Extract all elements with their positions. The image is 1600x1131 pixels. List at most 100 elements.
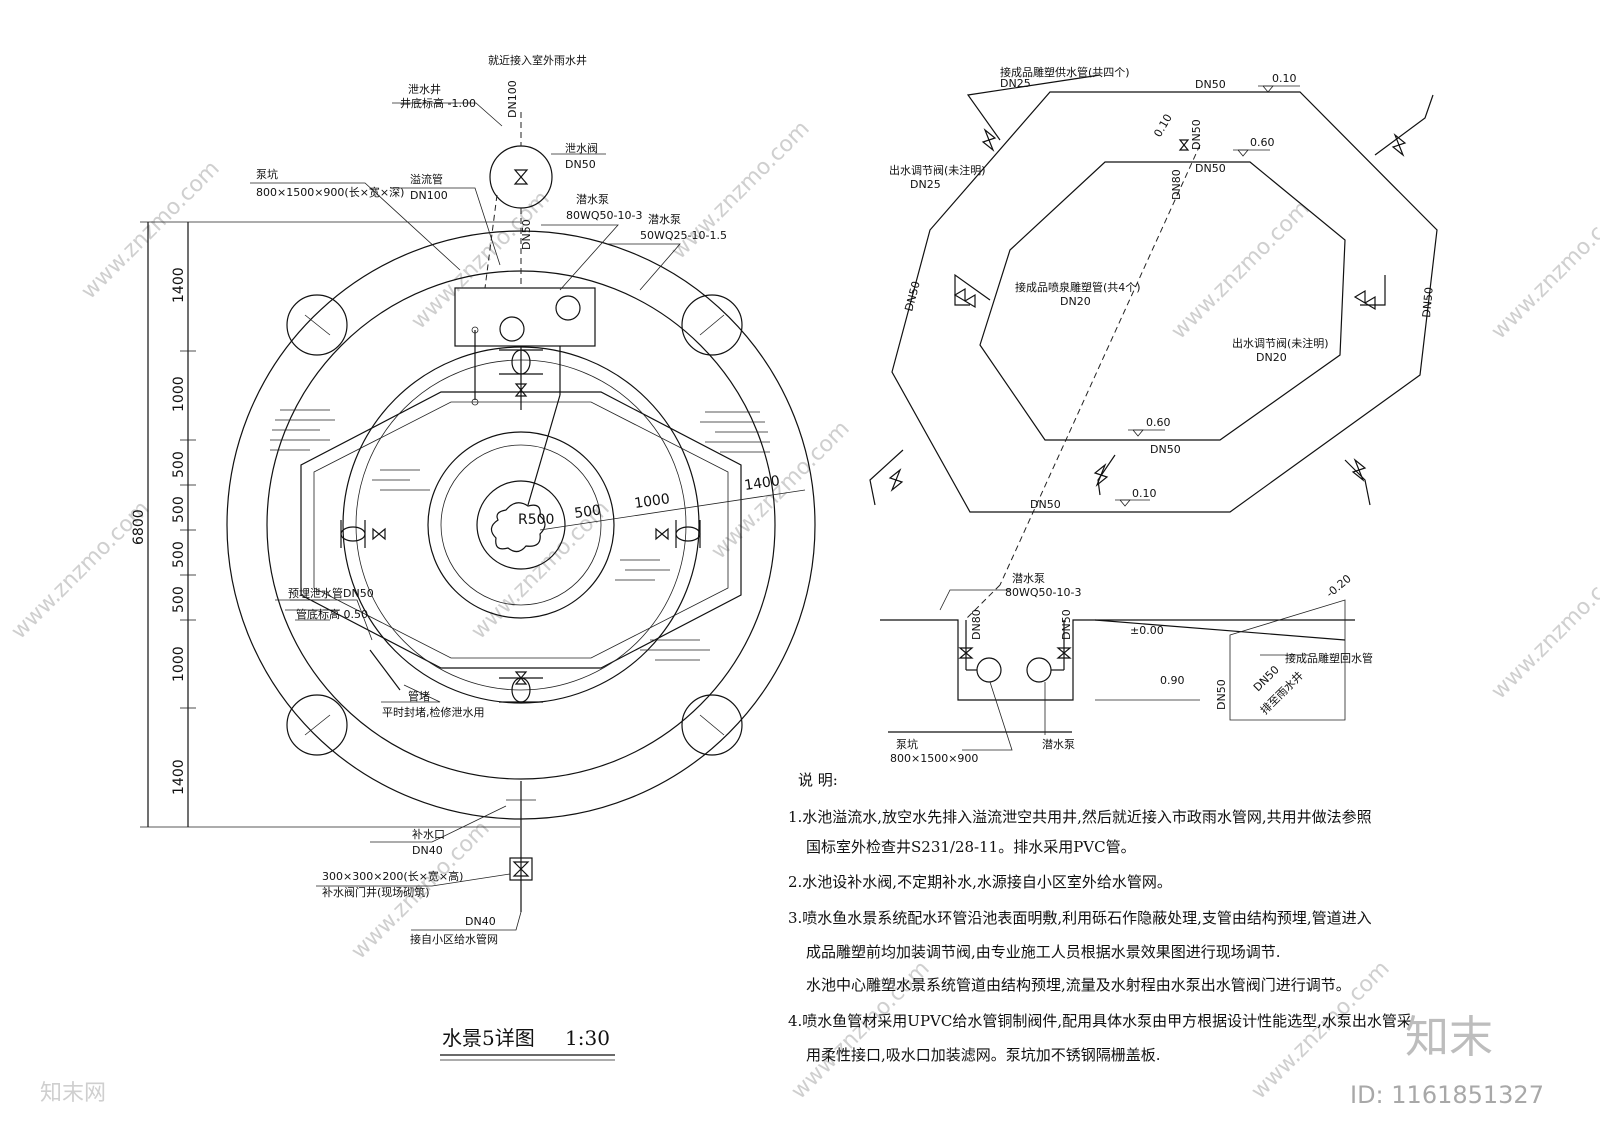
inner-octagon [300, 391, 742, 669]
dim-seg-3: 500 [171, 451, 187, 478]
radial-dim-1: 500 [573, 502, 602, 522]
watermark-site: www.znzmo.com [77, 156, 225, 304]
label-nearby-well: 就近接入室外雨水井 [488, 53, 587, 67]
section-label-sculpture-base: 接成品雕塑回水管 [1285, 651, 1373, 665]
section-label-sub-pump-model: 80WQ50-10-3 [1005, 586, 1081, 599]
valve-well [509, 857, 533, 881]
main-feed-dashed-2 [964, 584, 1001, 621]
plan-view [140, 102, 816, 1061]
label-leaders [250, 102, 681, 931]
label-connect-nozzle: 接成品喷泉雕塑管(共4个) [1015, 280, 1141, 294]
watermark-site-cn: 知末网 [40, 1081, 106, 1106]
system-texts: 接成品雕塑供水管(共四个) DN25 出水调节阀(未注明) DN25 接成品喷泉… [889, 65, 1436, 765]
label-dn50-bottom: DN50 [1030, 498, 1061, 511]
label-dn50-diag: DN50 [1190, 119, 1203, 150]
dim-seg-6: 500 [171, 586, 187, 613]
label-sub-pump: 潜水泵 [576, 192, 609, 206]
design-notes: 说 明: 1.水池溢流水,放空水先排入溢流泄空共用井,然后就近接入市政雨水管网,… [788, 771, 1412, 1064]
dim-seg-1: 1400 [171, 267, 187, 303]
watermark-site: www.znzmo.com [407, 186, 555, 334]
label-sub-pump-2: 潜水泵 [648, 212, 681, 226]
label-well-bottom: 井底标高 -1.00 [400, 96, 476, 110]
note-line-5: 成品雕塑前均加装调节阀,由专业施工人员根据水景效果图进行现场调节. [806, 943, 1281, 961]
label-elev-060-bot: 0.60 [1146, 416, 1171, 429]
label-drain-well: 泄水井 [408, 82, 441, 96]
dim-overall: 6800 [131, 509, 147, 545]
label-water-valve: 出水调节阀(未注明) [1232, 336, 1329, 350]
label-dn20: DN20 [1060, 295, 1091, 308]
sculpture-marks [304, 314, 725, 736]
center-pedestal [476, 480, 566, 570]
pump-2-symbol [555, 295, 581, 321]
watermark-site: www.znzmo.com [1167, 196, 1315, 344]
brand-logo: 知末 [1405, 1012, 1493, 1063]
watermark-site: www.znzmo.com [1487, 556, 1600, 704]
fish-sculpture-se [681, 694, 743, 756]
label-makeup-dn: DN40 [412, 844, 443, 857]
label-pit-size: 800×1500×900(长×宽×深) [256, 185, 404, 199]
label-dn50-inner-top: DN50 [1195, 162, 1226, 175]
label-dn50-v: DN50 [520, 219, 533, 250]
label-makeup-water: 补水口 [412, 828, 445, 841]
section-view [880, 599, 1355, 733]
label-sub-pump-model: 80WQ50-10-3 [566, 209, 642, 222]
fish-sculpture-ne [681, 294, 743, 356]
label-elev-010-diag: 0.10 [1151, 112, 1175, 140]
drain-valve-symbol [513, 169, 529, 185]
inner-ring-pipe [979, 161, 1346, 441]
dim-ticks [140, 221, 520, 828]
brand-stamp: 知末 ID: 1161851327 知末网 [40, 1012, 1544, 1109]
label-dn50-right: DN50 [1420, 287, 1436, 319]
water-hatch [270, 409, 770, 661]
section-label-elev-090: 0.90 [1160, 674, 1185, 687]
brand-id: ID: 1161851327 [1350, 1081, 1544, 1109]
note-line-2: 国标室外检查井S231/28-11。排水采用PVC管。 [806, 838, 1136, 856]
label-dn80: DN80 [1170, 169, 1183, 200]
section-label-sub-pump: 潜水泵 [1012, 571, 1045, 585]
label-connect-supply: 接自小区给水管网 [410, 932, 498, 946]
label-connect-sculpture: 接成品雕塑供水管(共四个) [1000, 65, 1130, 79]
radial-dim-3: 1400 [743, 473, 781, 494]
label-reserved-drain: 预埋泄水管DN50 [288, 586, 374, 600]
center-feed [527, 394, 561, 506]
watermark-site: www.znzmo.com [707, 416, 855, 564]
watermark-site: www.znzmo.com [667, 116, 815, 264]
section-label-elev-neg020: -0.20 [1324, 572, 1354, 600]
inline-valve-2 [514, 671, 528, 685]
section-label-dn50: DN50 [1060, 609, 1073, 640]
center-sculpture [490, 502, 546, 553]
dim-seg-8: 1400 [171, 759, 187, 795]
plan-texts: 就近接入室外雨水井 泄水井 井底标高 -1.00 DN100 泵坑 800×15… [131, 53, 781, 1050]
label-drain-valve-dn: DN50 [565, 158, 596, 171]
label-sub-pump-2-model: 50WQ25-10-1.5 [640, 229, 727, 242]
main-feed-dashed [999, 144, 1201, 586]
section-label-elev-000: ±0.00 [1130, 624, 1164, 637]
inner-octagon-offset [313, 401, 729, 659]
makeup-valve [512, 861, 530, 877]
label-pump-pit: 泵坑 [256, 167, 278, 181]
outer-ring-pipe [891, 91, 1438, 513]
note-line-8: 用柔性接口,吸水口加装滤网。泵坑加不锈钢隔栅盖板. [806, 1046, 1161, 1064]
label-outlet-dn: DN25 [910, 178, 941, 191]
label-overflow-dn: DN100 [410, 189, 448, 202]
pipe-node [471, 398, 479, 406]
label-elev-010-bot: 0.10 [1132, 487, 1157, 500]
label-overflow-pipe: 溢流管 [410, 172, 443, 186]
inline-valve [514, 383, 528, 397]
dim-seg-4: 500 [171, 496, 187, 523]
note-line-3: 2.水池设补水阀,不定期补水,水源接自小区室外给水管网。 [788, 873, 1172, 891]
fish-sculpture-nw [286, 294, 348, 356]
inline-valve-3 [372, 527, 386, 541]
note-line-4: 3.喷水鱼水景系统配水环管沿池表面明敷,利用砾石作隐蔽处理,支管由结构预埋,管道… [788, 909, 1372, 927]
label-dn100-v: DN100 [506, 80, 519, 118]
fish-sculpture-sw [286, 694, 348, 756]
label-valve-well-size: 300×300×200(长×宽×高) [322, 869, 463, 883]
overflow-pipe-3 [484, 194, 498, 289]
label-outlet-valve: 出水调节阀(未注明) [889, 163, 986, 177]
note-line-7: 4.喷水鱼管材采用UPVC给水管铜制阀件,配用具体水泵由甲方根据设计性能选型,水… [788, 1012, 1412, 1030]
dim-seg-7: 1000 [171, 646, 187, 682]
label-dn40: DN40 [465, 915, 496, 928]
radial-dim-2: 1000 [633, 491, 671, 512]
label-pipe-elev: 管底标高 0.50 [296, 607, 368, 621]
radius-leader [539, 489, 806, 531]
